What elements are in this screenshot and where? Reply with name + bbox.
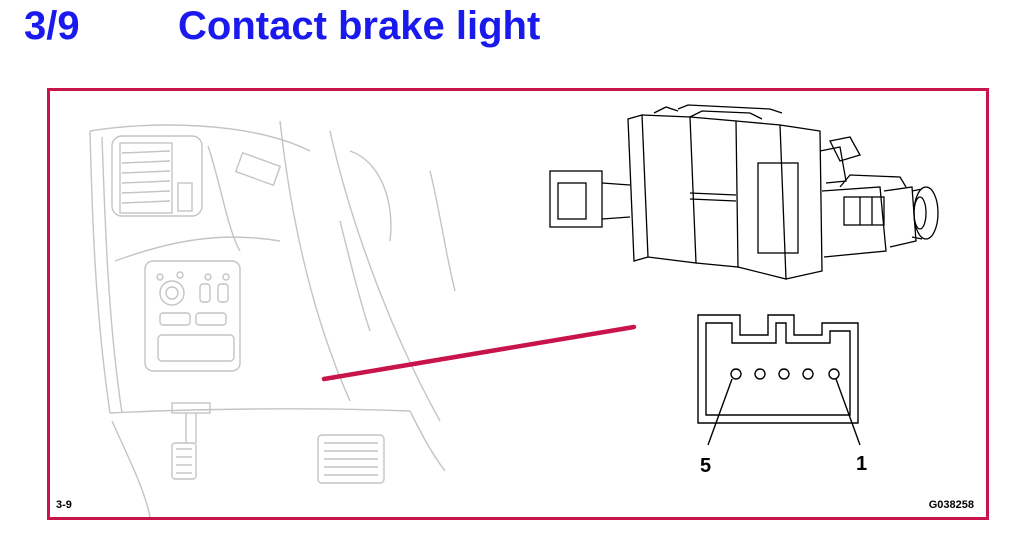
brake-light-switch	[549, 104, 939, 280]
dashboard-sketch	[89, 120, 456, 517]
diagram-illustration	[89, 104, 939, 517]
page-title: Contact brake light	[178, 4, 541, 48]
figure-label: 3-9	[56, 499, 72, 511]
connector-pinout	[697, 314, 861, 446]
figure-code: G038258	[928, 499, 974, 511]
figure-frame: 5 1 3-9 G038258	[47, 88, 989, 520]
pointer-line	[321, 324, 637, 382]
pin-label-1: 1	[856, 453, 868, 475]
pin-label-5: 5	[700, 455, 712, 477]
section-number: 3/9	[24, 4, 80, 48]
